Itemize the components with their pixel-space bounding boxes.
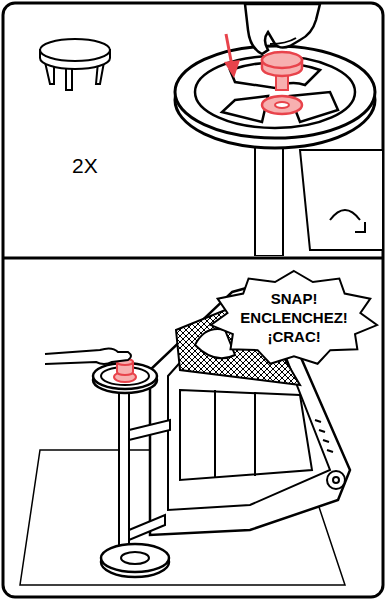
starburst-callout: SNAP!ENCLENCHEZ!¡CRAC! — [208, 269, 380, 368]
panel-divider — [3, 257, 383, 260]
sound-word: SNAP! — [208, 289, 380, 308]
quantity-label: 2X — [72, 154, 98, 178]
cap-icon — [40, 39, 110, 90]
wheel-closeup — [175, 4, 382, 256]
panel-frame — [3, 3, 383, 597]
sound-word: ENCLENCHEZ! — [208, 308, 380, 327]
sound-word: ¡CRAC! — [208, 327, 380, 346]
